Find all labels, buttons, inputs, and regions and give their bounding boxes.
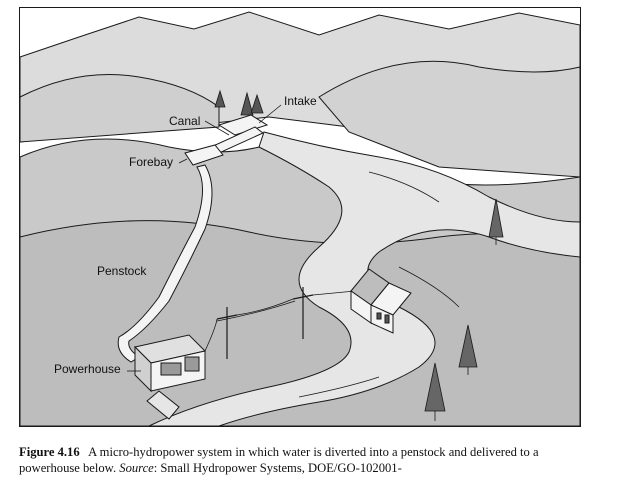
tree-right-1 — [488, 198, 504, 245]
power-lines — [204, 290, 356, 352]
power-poles — [216, 287, 314, 359]
leader-forebay — [178, 158, 188, 164]
river-bank-lines — [298, 171, 460, 398]
house — [350, 268, 412, 334]
tailrace — [146, 390, 180, 420]
caption-source-label: Source — [119, 461, 154, 475]
hydropower-illustration: Intake Canal Forebay Penstock Powerhouse — [19, 7, 581, 427]
tree-right-2 — [458, 324, 478, 375]
label-forebay: Forebay — [129, 155, 173, 169]
caption-text: A micro-hydropower system in which water… — [19, 445, 539, 475]
tree-right-3 — [424, 362, 446, 421]
mountain-ridge-right — [318, 60, 581, 178]
tree-group-top — [214, 89, 264, 116]
figure-caption: Figure 4.16 A micro-hydropower system in… — [19, 444, 594, 476]
figure-number: Figure 4.16 — [19, 445, 80, 459]
label-canal: Canal — [169, 114, 200, 128]
leader-canal — [204, 120, 230, 136]
leader-intake — [258, 104, 282, 124]
label-powerhouse: Powerhouse — [54, 362, 121, 376]
label-penstock: Penstock — [97, 264, 147, 278]
label-intake: Intake — [284, 94, 317, 108]
intake-structure — [217, 114, 269, 136]
forebay-structure — [184, 144, 224, 166]
powerhouse-building — [134, 334, 206, 393]
mountain-ridge-left — [19, 74, 220, 143]
caption-source-text: : Small Hydropower Systems, DOE/GO-10200… — [153, 461, 402, 475]
